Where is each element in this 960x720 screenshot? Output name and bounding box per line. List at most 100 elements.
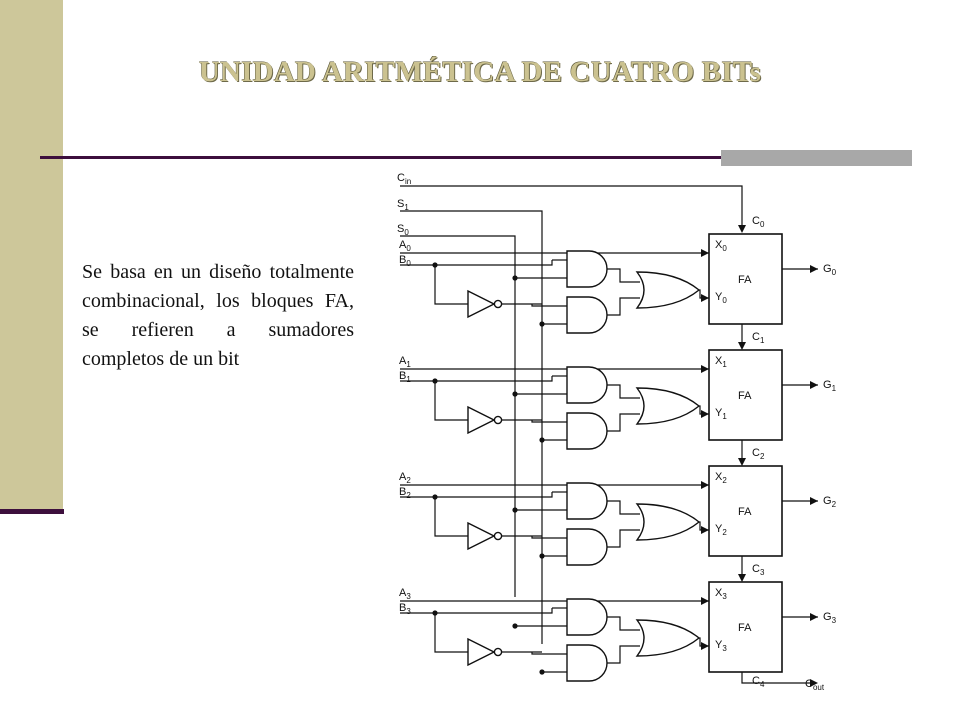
stage-3-a-label-subscript: 3 <box>406 592 411 601</box>
junction-dot <box>432 610 438 616</box>
stage-2-a-label-subscript: 2 <box>406 476 411 485</box>
stage-3-and-gate-2 <box>566 644 608 682</box>
stage-0-c-label-subscript: 0 <box>760 220 765 229</box>
stage-2-not-gate <box>467 521 496 551</box>
gates <box>467 233 783 682</box>
stage-3-y-arrow <box>701 642 709 650</box>
stage-2-x-label-text: X <box>715 471 723 483</box>
stage-2-g-arrow <box>810 497 818 505</box>
junction-dots <box>432 225 818 687</box>
s1-label: S1 <box>397 198 409 212</box>
cin-label-subscript: in <box>405 177 411 186</box>
stage-2-g-label-text: G <box>823 495 832 507</box>
stage-0-fa-label: FA <box>738 274 752 286</box>
stage-2-carry-arrow <box>738 458 746 466</box>
stage-0-and2-or-wire <box>607 297 640 316</box>
stage-1-g-label-subscript: 1 <box>832 384 837 393</box>
stage-1-b-label: B1 <box>399 370 411 384</box>
stage-2-not-gate-bubble <box>493 531 503 541</box>
stage-3-a-label: A3 <box>399 587 411 601</box>
stage-0-not-gate-bubble <box>493 299 503 309</box>
stage-1-y-label: Y1 <box>715 407 727 421</box>
stage-2-y-arrow <box>701 526 709 534</box>
stage-1-not-gate-bubble <box>493 415 503 425</box>
stage-3-c-label: C3 <box>752 563 765 577</box>
stage-0-and1-or-wire <box>607 268 640 283</box>
stage-3-c-label-subscript: 3 <box>760 568 765 577</box>
stage-2-fa-block <box>708 465 783 557</box>
side-accent-band-edge <box>0 509 64 514</box>
stage-1-not-gate <box>467 405 496 435</box>
stage-0-not-gate <box>467 289 496 319</box>
stage-0-notb-and-wire <box>531 304 567 307</box>
junction-dot <box>539 553 545 559</box>
stage-2-a-label-text: A <box>399 471 407 483</box>
stage-0-and-gate-2 <box>566 296 608 334</box>
stage-2-y-label-subscript: 2 <box>722 528 727 537</box>
stage-2-g-label: G2 <box>823 495 837 509</box>
stage-0-x-label: X0 <box>715 239 727 253</box>
stage-0-b-not-wire <box>434 265 468 305</box>
stage-3-x-label-subscript: 3 <box>722 592 727 601</box>
stage-0-x-label-subscript: 0 <box>722 244 727 253</box>
stage-3-and2-or-wire <box>607 645 640 664</box>
stage-2-or-gate <box>635 503 701 541</box>
stage-3-b-label: B3 <box>399 602 411 616</box>
stage-0-fa-block <box>708 233 783 325</box>
cout-label: Cout <box>805 678 825 692</box>
stage-0-y-arrow <box>701 294 709 302</box>
stage-2-g-label-subscript: 2 <box>832 500 837 509</box>
wires <box>400 185 818 684</box>
cin-label: Cin <box>397 172 411 186</box>
stage-3-y-label-subscript: 3 <box>722 644 727 653</box>
junction-dot <box>512 507 518 513</box>
stage-2-c-label-subscript: 2 <box>760 452 765 461</box>
stage-3-notb-and-wire <box>531 652 567 655</box>
stage-1-x-label: X1 <box>715 355 727 369</box>
stage-1-x-arrow <box>701 365 709 373</box>
junction-dot <box>512 391 518 397</box>
cout-wire <box>741 672 812 684</box>
stage-2-y-label: Y2 <box>715 523 727 537</box>
stage-2-a-label: A2 <box>399 471 411 485</box>
stage-2-b-label-subscript: 2 <box>406 491 411 500</box>
stage-2-fa-label: FA <box>738 506 752 518</box>
stage-3-or-gate <box>635 619 701 657</box>
cout-label-subscript: out <box>813 683 825 692</box>
stage-3-g-label-subscript: 3 <box>832 616 837 625</box>
stage-3-x-label: X3 <box>715 587 727 601</box>
stage-1-and1-or-wire <box>607 384 640 399</box>
stage-1-c-label-text: C <box>752 331 760 343</box>
stage-2-notb-and-wire <box>531 536 567 539</box>
stage-1-x-label-text: X <box>715 355 723 367</box>
stage-1-b-label-text: B <box>399 370 406 382</box>
junction-dot <box>432 378 438 384</box>
cin-label-text: C <box>397 172 405 184</box>
cout-label-text: C <box>805 678 813 690</box>
stage-1-c-label-subscript: 1 <box>760 336 765 345</box>
stage-2-and-gate-2 <box>566 528 608 566</box>
stage-0-x-label-text: X <box>715 239 723 251</box>
stage-3-b-wire <box>400 608 553 614</box>
stage-2-c-label-text: C <box>752 447 760 459</box>
stage-2-x-label: X2 <box>715 471 727 485</box>
stage-1-g-label-text: G <box>823 379 832 391</box>
stage-3-x-label-text: X <box>715 587 723 599</box>
s0-label: S0 <box>397 223 409 237</box>
stage-1-g-arrow <box>810 381 818 389</box>
stage-2-and1-or-wire <box>607 500 640 515</box>
stage-2-x-arrow <box>701 481 709 489</box>
stage-3-and-gate-1 <box>566 598 608 636</box>
stage-1-x-label-subscript: 1 <box>722 360 727 369</box>
junction-dot <box>432 494 438 500</box>
stage-1-b-label-subscript: 1 <box>406 375 411 384</box>
cin-wire <box>400 185 743 228</box>
stage-1-carry-arrow <box>738 342 746 350</box>
stage-0-g-arrow <box>810 265 818 273</box>
stage-0-b-wire <box>400 260 553 266</box>
stage-1-y-label-text: Y <box>715 407 723 419</box>
junction-dot <box>512 623 518 629</box>
stage-3-fa-block <box>708 581 783 673</box>
stage-0-or-gate <box>635 271 701 309</box>
stage-3-carry-arrow <box>738 574 746 582</box>
